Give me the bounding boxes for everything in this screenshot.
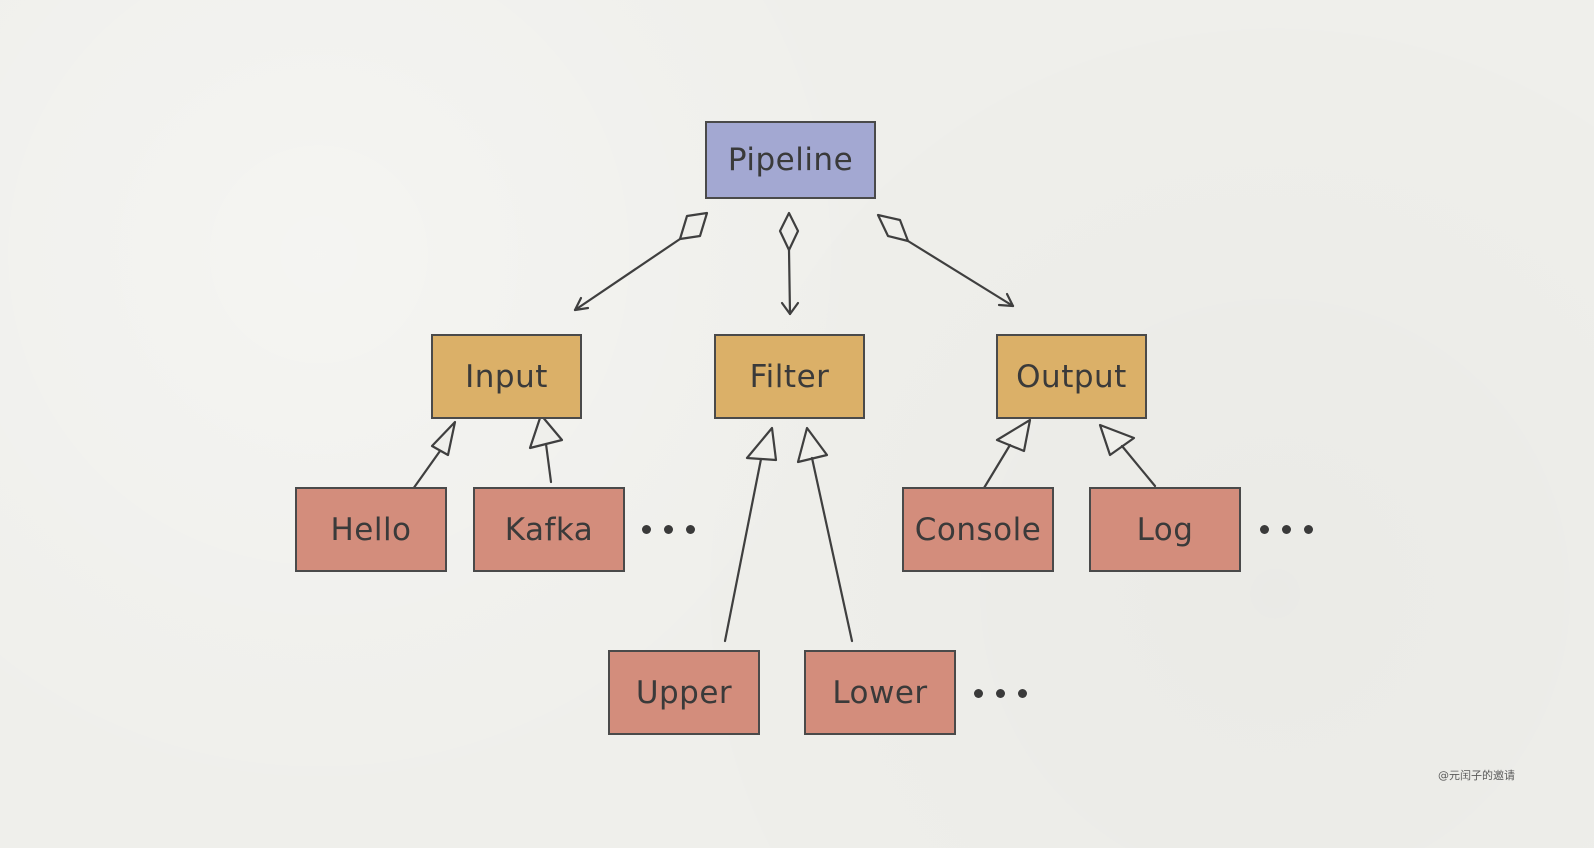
- filter-label: Filter: [749, 358, 830, 395]
- generalization-log-output: [1098, 423, 1157, 488]
- generalization-triangle-icon: [1098, 423, 1136, 457]
- generalization-triangle-icon: [430, 420, 457, 457]
- filter-node: Filter: [714, 334, 865, 419]
- aggregation-pipeline-filter: [778, 211, 800, 316]
- upper-node: Upper: [608, 650, 760, 735]
- console-node: Console: [902, 487, 1054, 572]
- generalization-hello-input: [411, 420, 457, 491]
- more-filter-implementations-icon: [974, 689, 1027, 698]
- generalization-lower-filter: [796, 426, 854, 643]
- hello-label: Hello: [330, 511, 412, 548]
- generalization-triangle-icon: [995, 418, 1032, 453]
- arrow-head-icon: [780, 301, 800, 316]
- console-label: Console: [914, 511, 1042, 548]
- log-node: Log: [1089, 487, 1241, 572]
- input-node: Input: [431, 334, 582, 419]
- lower-node: Lower: [804, 650, 956, 735]
- aggregation-diamond-icon: [678, 211, 709, 241]
- aggregation-pipeline-input: [573, 211, 709, 312]
- output-node: Output: [996, 334, 1147, 419]
- output-label: Output: [1016, 358, 1127, 395]
- input-label: Input: [465, 358, 548, 395]
- upper-label: Upper: [635, 674, 733, 711]
- arrow-head-icon: [997, 292, 1015, 308]
- arrow-head-icon: [573, 296, 590, 312]
- more-input-implementations-icon: [642, 525, 695, 534]
- generalization-upper-filter: [723, 426, 778, 643]
- pipeline-label: Pipeline: [727, 142, 854, 178]
- aggregation-diamond-icon: [778, 211, 800, 252]
- lower-label: Lower: [832, 674, 928, 711]
- generalization-console-output: [982, 418, 1032, 490]
- log-label: Log: [1136, 511, 1194, 548]
- pipeline-node: Pipeline: [705, 121, 876, 199]
- generalization-kafka-input: [528, 413, 564, 484]
- kafka-label: Kafka: [504, 511, 594, 548]
- aggregation-diamond-icon: [876, 213, 910, 243]
- kafka-node: Kafka: [473, 487, 625, 572]
- generalization-triangle-icon: [745, 426, 778, 462]
- watermark: @元闰子的邀请: [1438, 769, 1515, 782]
- generalization-triangle-icon: [796, 426, 829, 464]
- hello-node: Hello: [295, 487, 447, 572]
- aggregation-pipeline-output: [876, 213, 1015, 308]
- more-output-implementations-icon: [1260, 525, 1313, 534]
